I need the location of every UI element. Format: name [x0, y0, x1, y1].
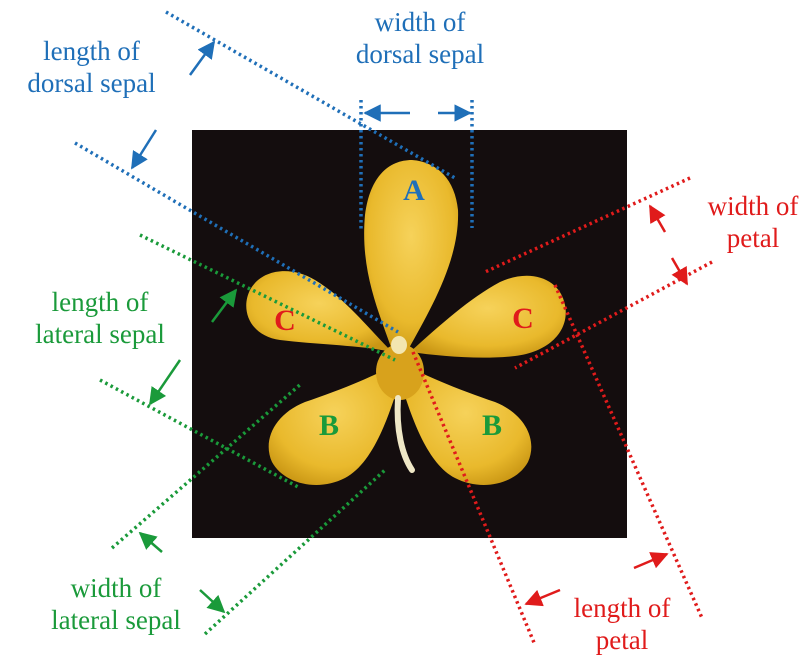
- length-of-dorsal-sepal-line1: length of: [43, 36, 140, 66]
- dorsal-sepal-letter: A: [403, 174, 425, 207]
- right-petal-letter: C: [512, 302, 534, 335]
- orchid-spur: [394, 395, 415, 473]
- length-of-petal-label: length of petal: [552, 592, 692, 656]
- length-of-petal-line1: length of: [573, 593, 671, 623]
- lateral-length-arrow-bottom: [148, 359, 182, 406]
- petal-length-arrow-right: [633, 552, 669, 570]
- orchid-column-tip: [391, 336, 407, 354]
- lateral-sepal-arrows: [138, 288, 238, 614]
- lateral-width-line-right: [203, 468, 387, 636]
- petal-width-arrow-top: [648, 204, 667, 233]
- left-petal-shape: [246, 271, 392, 352]
- right-lateral-sepal-letter: B: [482, 409, 502, 442]
- dorsal-length-arrow-bottom: [130, 129, 158, 170]
- lateral-length-arrow-top: [211, 288, 238, 323]
- length-of-petal-line2: petal: [595, 625, 649, 655]
- width-of-dorsal-sepal-label: width of dorsal sepal: [330, 6, 510, 70]
- dorsal-sepal-guides: [74, 10, 474, 334]
- left-lateral-sepal-letter: B: [319, 409, 339, 442]
- petal-arrows: [524, 204, 689, 607]
- right-petal-shape: [410, 275, 566, 358]
- lateral-sepal-guides: [99, 233, 396, 636]
- dorsal-length-line-bottom: [74, 141, 399, 334]
- length-of-dorsal-sepal-line2: dorsal sepal: [27, 68, 156, 98]
- left-petal-letter: C: [274, 304, 296, 337]
- right-lateral-sepal-shape: [400, 365, 532, 485]
- length-of-lateral-sepal-line1: length of: [51, 287, 149, 317]
- dorsal-sepal-shape: [364, 160, 459, 350]
- lateral-width-arrow-top: [138, 531, 163, 553]
- width-of-petal-label: width of petal: [700, 190, 806, 254]
- petal-length-line-right: [553, 284, 704, 619]
- petal-width-line-top: [484, 176, 691, 274]
- width-of-lateral-sepal-label: width of lateral sepal: [26, 572, 206, 636]
- lateral-length-line-bottom: [99, 378, 301, 490]
- width-of-petal-line1: width of: [707, 191, 799, 221]
- dorsal-sepal-arrows: [130, 40, 472, 170]
- petal-length-arrow-left: [524, 588, 561, 607]
- width-of-petal-line2: petal: [726, 223, 780, 253]
- length-of-dorsal-sepal-label: length of dorsal sepal: [4, 35, 179, 99]
- lateral-width-arrow-bottom: [199, 589, 226, 614]
- width-of-dorsal-sepal-line1: width of: [374, 7, 466, 37]
- width-of-lateral-sepal-line2: lateral sepal: [51, 605, 181, 635]
- length-of-lateral-sepal-label: length of lateral sepal: [10, 286, 190, 350]
- dorsal-length-line-top: [165, 10, 456, 180]
- left-lateral-sepal-shape: [268, 365, 400, 485]
- width-of-lateral-sepal-line1: width of: [70, 573, 162, 603]
- length-of-lateral-sepal-line2: lateral sepal: [35, 319, 165, 349]
- petal-width-arrow-bottom: [670, 257, 689, 286]
- petal-length-line-left: [411, 351, 537, 646]
- width-of-dorsal-sepal-line2: dorsal sepal: [355, 39, 485, 69]
- dorsal-length-arrow-top: [188, 40, 216, 76]
